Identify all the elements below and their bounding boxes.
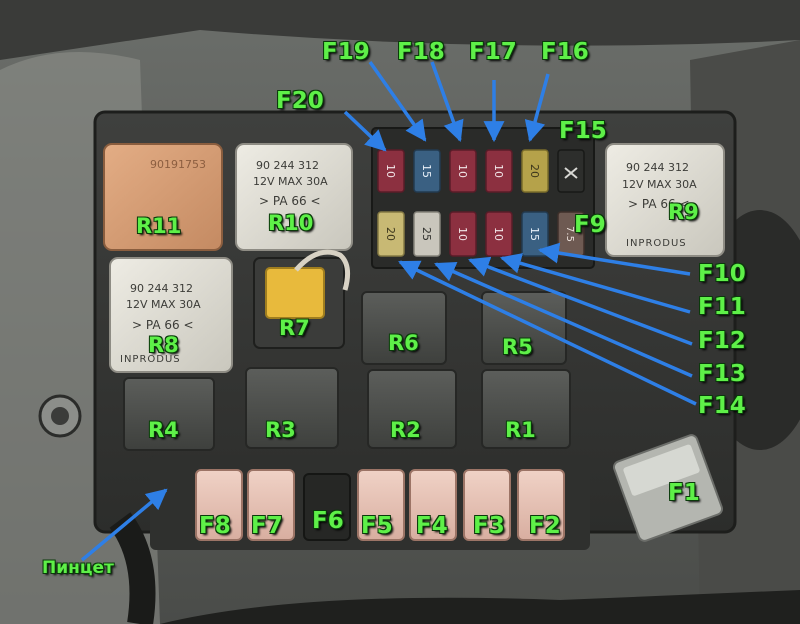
label-f6: F6 bbox=[312, 508, 344, 534]
relay-r6 bbox=[361, 291, 447, 365]
fuse-f12: 10 bbox=[449, 211, 477, 257]
relay-r8-part-no: 90 244 312 bbox=[130, 282, 193, 295]
fuse-f13: 25 bbox=[413, 211, 441, 257]
label-f11: F11 bbox=[698, 294, 746, 320]
fuse-f17: 10 bbox=[485, 149, 513, 193]
relay-r10-part-no: 90 244 312 bbox=[256, 159, 319, 172]
relay-r9-brand: INPRODUS bbox=[626, 238, 687, 249]
label-f15: F15 bbox=[559, 118, 607, 144]
fuse-f2 bbox=[517, 469, 565, 541]
fuse-f3 bbox=[463, 469, 511, 541]
label-r11: R11 bbox=[136, 214, 182, 238]
relay-r8: 90 244 312 12V MAX 30A > PA 66 < INPRODU… bbox=[109, 257, 233, 373]
label-r4: R4 bbox=[148, 418, 179, 442]
label-f4: F4 bbox=[416, 513, 448, 539]
relay-r3 bbox=[245, 367, 339, 449]
label-r9: R9 bbox=[668, 200, 699, 224]
label-r8: R8 bbox=[148, 333, 179, 357]
label-f9: F9 bbox=[574, 212, 606, 238]
svg-text:7.5: 7.5 bbox=[564, 226, 575, 242]
relay-r9-part-no: 90 244 312 bbox=[626, 161, 689, 174]
fuse-f15 bbox=[557, 149, 585, 193]
svg-text:10: 10 bbox=[492, 164, 505, 178]
fuse-f18: 10 bbox=[449, 149, 477, 193]
label-f5: F5 bbox=[361, 513, 393, 539]
relay-r10: 90 244 312 12V MAX 30A > PA 66 < bbox=[235, 143, 353, 251]
label-f17: F17 bbox=[469, 39, 517, 65]
label-f3: F3 bbox=[473, 513, 505, 539]
relay-r7 bbox=[253, 249, 351, 349]
fuse-f14: 20 bbox=[377, 211, 405, 257]
label-f19: F19 bbox=[322, 39, 370, 65]
label-f13: F13 bbox=[698, 361, 746, 387]
relay-r8-material: > PA 66 < bbox=[132, 318, 194, 332]
svg-text:10: 10 bbox=[456, 227, 469, 241]
relay-r10-material: > PA 66 < bbox=[259, 194, 321, 208]
svg-text:15: 15 bbox=[528, 227, 541, 241]
label-f10: F10 bbox=[698, 261, 746, 287]
label-f8: F8 bbox=[199, 513, 231, 539]
fuse-f8 bbox=[195, 469, 243, 541]
svg-text:20: 20 bbox=[384, 227, 397, 241]
label-tweezers: Пинцет bbox=[42, 558, 114, 578]
relay-r9: 90 244 312 12V MAX 30A > PA 66 < INPRODU… bbox=[605, 143, 725, 257]
svg-text:10: 10 bbox=[492, 227, 505, 241]
label-f20: F20 bbox=[276, 88, 324, 114]
label-r1: R1 bbox=[505, 418, 536, 442]
fuse-f11: 10 bbox=[485, 211, 513, 257]
fuse-f5 bbox=[357, 469, 405, 541]
relay-r2 bbox=[367, 369, 457, 449]
relay-r8-brand: INPRODUS bbox=[120, 354, 181, 365]
label-r7: R7 bbox=[279, 316, 310, 340]
relay-r4 bbox=[123, 377, 215, 451]
fuse-f7 bbox=[247, 469, 295, 541]
label-f12: F12 bbox=[698, 328, 746, 354]
label-r2: R2 bbox=[390, 418, 421, 442]
label-f7: F7 bbox=[251, 513, 283, 539]
label-r10: R10 bbox=[268, 211, 314, 235]
label-f1: F1 bbox=[668, 480, 700, 506]
fuse-f19: 15 bbox=[413, 149, 441, 193]
label-f2: F2 bbox=[529, 513, 561, 539]
label-r6: R6 bbox=[388, 331, 419, 355]
svg-text:10: 10 bbox=[384, 164, 397, 178]
relay-r9-material: > PA 66 < bbox=[628, 197, 690, 211]
label-f18: F18 bbox=[397, 39, 445, 65]
svg-text:25: 25 bbox=[420, 227, 433, 241]
fuse-f1 bbox=[612, 434, 724, 542]
label-f14: F14 bbox=[698, 393, 746, 419]
fuse-f16: 20 bbox=[521, 149, 549, 193]
relay-r11-part-no: 90191753 bbox=[150, 158, 206, 171]
relay-r1 bbox=[481, 369, 571, 449]
arrows bbox=[80, 60, 697, 562]
svg-text:20: 20 bbox=[528, 164, 541, 178]
fuse-f20: 10 bbox=[377, 149, 405, 193]
fuse-f4 bbox=[409, 469, 457, 541]
svg-text:15: 15 bbox=[420, 164, 433, 178]
svg-text:10: 10 bbox=[456, 164, 469, 178]
relay-r9-rating: 12V MAX 30A bbox=[622, 178, 697, 191]
relay-r8-rating: 12V MAX 30A bbox=[126, 298, 201, 311]
label-f16: F16 bbox=[541, 39, 589, 65]
relay-r11: 90191753 bbox=[103, 143, 223, 251]
relay-r10-rating: 12V MAX 30A bbox=[253, 175, 328, 188]
label-r3: R3 bbox=[265, 418, 296, 442]
fuse-f6-slot bbox=[303, 473, 351, 541]
label-r5: R5 bbox=[502, 335, 533, 359]
